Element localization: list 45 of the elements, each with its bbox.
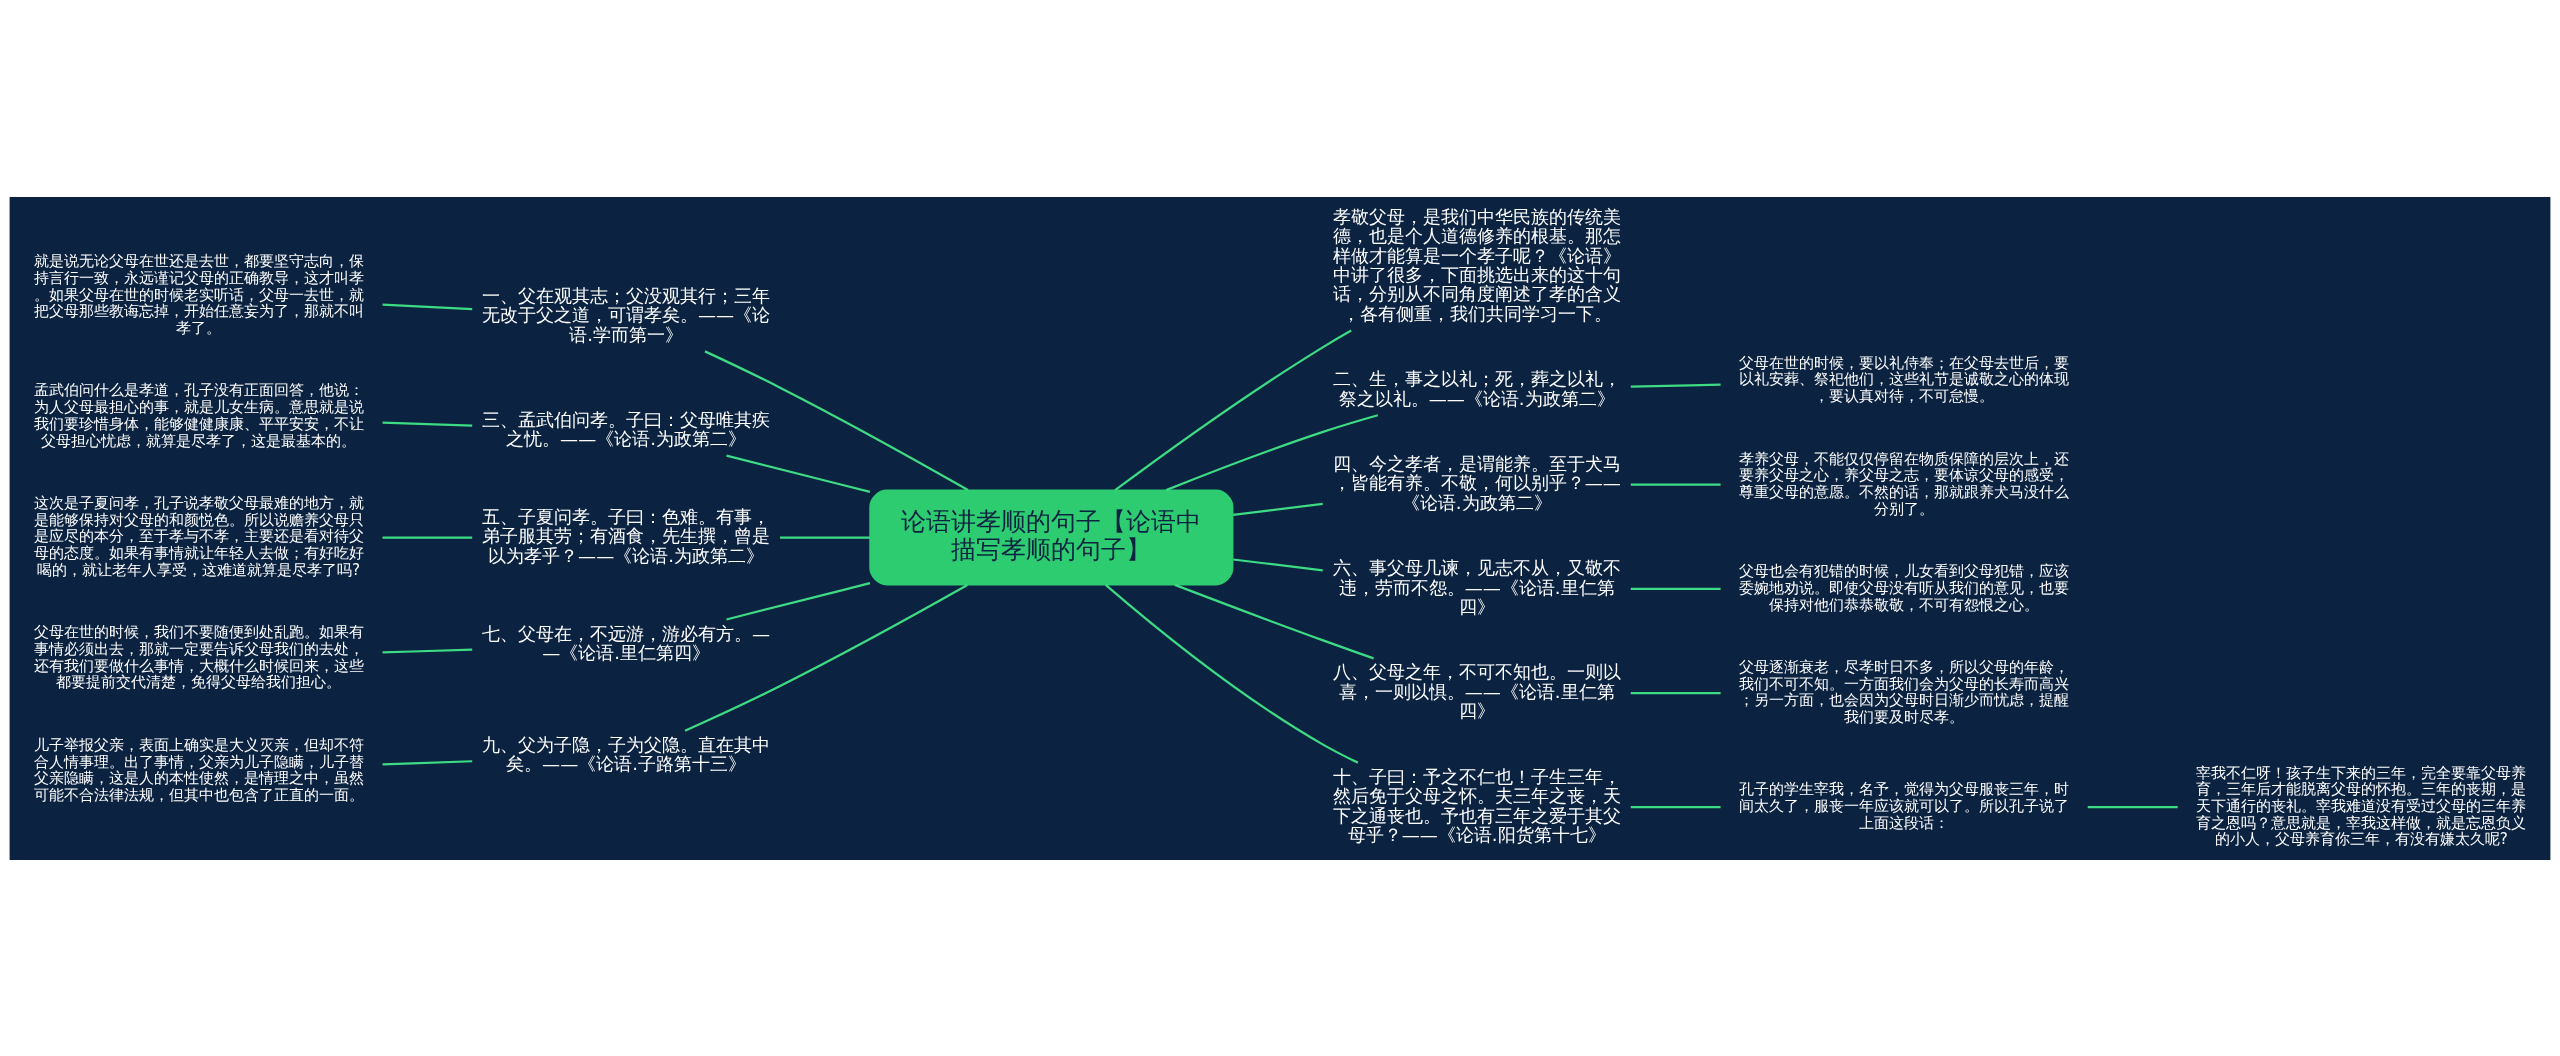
connector — [779, 535, 870, 539]
connector — [1630, 383, 1721, 388]
node-text: 宰我不仁呀！孩子生下来的三年，完全要靠父母养育，三年后才能脱离父母的怀抱。三年的丧期，是天下通行的丧礼。宰我难道没有受过父母的三年养育之恩吗？意思就是，宰我这样做，就是忘恩负义的小人，父母养育你三年，有没有嫌太久呢? — [2196, 763, 2527, 848]
node-text: 孟武伯问什么是孝道，孔子没有正面回答，他说：为人父母最担心的事，就是儿女生病。意思就是说我们要珍惜身体，能够健健康康、平平安安，不让父母担心忧虑，就算是尽孝了，这是最基本的。 — [33, 380, 364, 450]
connector — [382, 421, 473, 427]
node-text: 一、父在观其志；父没观其行；三年无改于父之道，可谓孝矣。——《论语.学而第一》 — [481, 284, 771, 345]
node-text: 孔子的学生宰我，名予，觉得为父母服丧三年，时间太久了，服丧一年应该就可以了。所以孔子说了上面这段话： — [1739, 779, 2070, 832]
node-text: 十、子曰：予之不仁也！子生三年，然后免于父母之怀。夫三年之丧，天下之通丧也。予也有三年之爱于其父母乎？——《论语.阳货第十七》 — [1332, 765, 1621, 845]
connector — [1630, 805, 1721, 808]
connector — [382, 647, 473, 654]
node-text: 父母逐渐衰老，尽孝时日不多，所以父母的年龄，我们不可不知。一方面我们会为父母的长寿而高兴；另一方面，也会因为父母时日渐少而忧虑，提醒我们要及时尽孝。 — [1739, 657, 2070, 726]
connector — [1104, 583, 1359, 764]
connector — [382, 303, 473, 310]
node-text: 父母也会有犯错的时候，儿女看到父母犯错，应该委婉地劝说。即使父母没有听从我们的意见，也要保持对他们恭恭敬敬，不可有怨恨之心。 — [1739, 561, 2070, 614]
node-text: 儿子举报父亲，表面上确实是大义灭亲，但却不符合人情事理。出了事情，父亲为儿子隐瞒，儿子替父亲隐瞒，这是人的本性使然，是情理之中，虽然可能不合法律法规，但其中也包含了正直的一面。 — [33, 735, 364, 804]
node-text: 父母在世的时候，要以礼侍奉；在父母去世后，要以礼安葬、祭祀他们，这些礼节是诚敬之心的体现，要认真对待，不可怠慢。 — [1739, 353, 2070, 405]
connector — [1233, 557, 1323, 571]
node-text: 四、今之孝者，是谓能养。至于犬马，皆能有养。不敬，何以别乎？——《论语.为政第二》 — [1332, 452, 1621, 513]
connector — [704, 349, 969, 491]
connector — [1630, 483, 1721, 486]
connector — [684, 583, 968, 732]
connector — [1630, 691, 1721, 694]
connector — [1165, 413, 1379, 491]
node-text: 九、父为子隐，子为父隐。直在其中矣。——《论语.子路第十三》 — [482, 733, 771, 774]
node-text: 这次是子夏问孝，孔子说孝敬父母最难的地方，就是能够保持对父母的和颜悦色。所以说赡养父母只是应尽的本分，至于孝与不孝，主要还是看对待父母的态度。如果有事情就让年轻人去做；有好吃好喝的，就让老年人享受，这难道就算是尽孝了吗? — [33, 493, 364, 579]
node-text: 孝养父母，不能仅仅停留在物质保障的层次上，还要养父母之心，养父母之志，要体谅父母的感受，尊重父母的意愿。不然的话，那就跟养犬马没什么分别了。 — [1739, 449, 2070, 518]
node-text: 七、父母在，不远游，游必有方。——《论语.里仁第四》 — [482, 622, 771, 663]
node-text: 二、生，事之以礼；死，葬之以礼，祭之以礼。——《论语.为政第二》 — [1332, 367, 1621, 409]
connector — [382, 759, 473, 766]
node-text: 孝敬父母，是我们中华民族的传统美德，也是个人道德修养的根基。那怎样做才能算是一个孝子呢？《论语》中讲了很多，下面挑选出来的这十句话，分别从不同角度阐述了孝的含义，各有侧重，我们共同学习一下。 — [1332, 205, 1621, 324]
connector — [382, 535, 473, 539]
connector — [1630, 587, 1721, 590]
node-text: 八、父母之年，不可不知也。一则以喜，一则以惧。——《论语.里仁第四》 — [1332, 660, 1621, 721]
connector — [1114, 329, 1352, 491]
connector — [726, 581, 871, 621]
node-box: 论语讲孝顺的句子【论语中描写孝顺的句子】 — [869, 489, 1234, 585]
connector — [726, 454, 871, 493]
connector — [1174, 583, 1374, 659]
node-text: 三、孟武伯问孝。子曰：父母唯其疾之忧。——《论语.为政第二》 — [482, 408, 771, 449]
node-text: 六、事父母几谏，见志不从，又敬不违，劳而不怨。——《论语.里仁第四》 — [1332, 556, 1621, 617]
node-text: 父母在世的时候，我们不要随便到处乱跑。如果有事情必须出去，那就一定要告诉父母我们的去处，还有我们要做什么事情，大概什么时候回来，这些都要提前交代清楚，免得父母给我们担心。 — [33, 622, 364, 691]
node-text: 五、子夏问孝。子曰：色难。有事，弟子服其劳；有酒食，先生撰，曾是以为孝乎？——《论语.为政第二》 — [482, 505, 771, 566]
connector — [1233, 502, 1323, 516]
connector — [2087, 805, 2178, 808]
node-text: 就是说无论父母在世还是去世，都要坚守志向，保持言行一致，永远谨记父母的正确教导，这才叫孝。如果父母在世的时候老实听话，父母一去世，就把父母那些教诲忘掉，开始任意妄为了，那就不叫孝了。 — [33, 251, 364, 337]
